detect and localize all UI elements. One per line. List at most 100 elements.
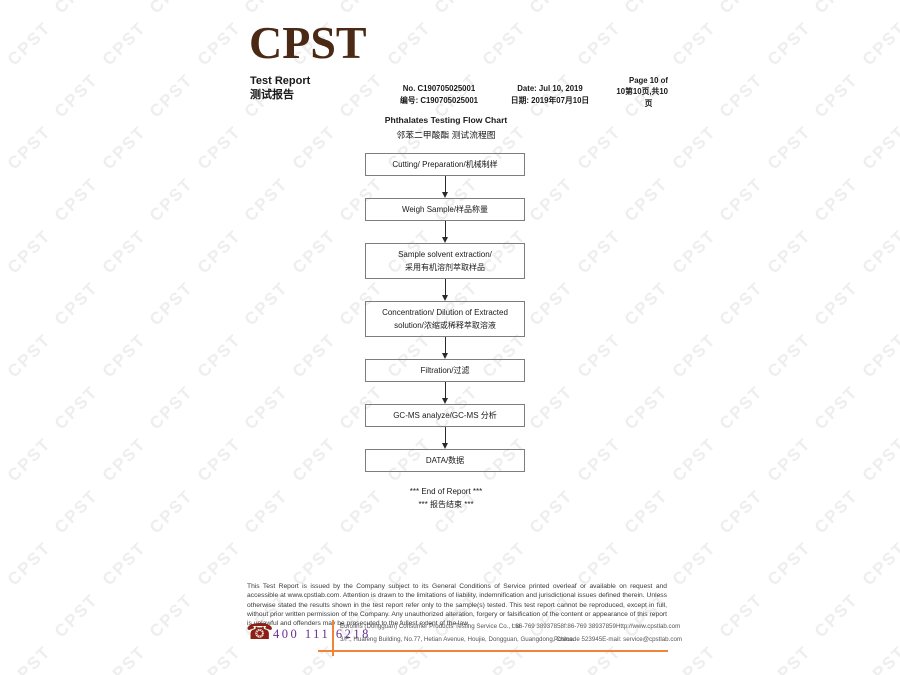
watermark-text: CPST <box>98 226 150 278</box>
watermark-text: CPST <box>573 18 625 70</box>
report-date: Date: Jul 10, 2019 日期: 2019年07月10日 <box>495 83 605 106</box>
footer-row-1: Eurofins (Dongguan) Consumer Products Te… <box>340 623 680 630</box>
watermark-text: CPST <box>573 330 625 382</box>
watermark-text: CPST <box>763 122 815 174</box>
watermark-text: CPST <box>145 70 197 122</box>
watermark-text: CPST <box>240 486 292 538</box>
report-title: Test Report 测试报告 <box>250 75 310 103</box>
watermark-text: CPST <box>810 174 862 226</box>
watermark-text: CPST <box>3 122 55 174</box>
footer-row-2: 3/F., Huafeng Building, No.77, Hetian Av… <box>340 636 682 643</box>
watermark-text: CPST <box>193 226 245 278</box>
watermark-text: CPST <box>668 330 720 382</box>
company-website: Http://www.cpstlab.com <box>615 623 681 630</box>
watermark-text: CPST <box>810 486 862 538</box>
phone-icon: ☎ <box>246 619 274 644</box>
watermark-text: CPST <box>668 226 720 278</box>
watermark-text: CPST <box>478 18 530 70</box>
company-email: E-mail: service@cpstlab.com <box>602 636 683 643</box>
watermark-text: CPST <box>715 590 767 642</box>
watermark-text: CPST <box>763 330 815 382</box>
watermark-text: CPST <box>0 174 7 226</box>
flow-arrow-down <box>442 176 448 198</box>
report-title-en: Test Report <box>250 75 311 87</box>
watermark-text: CPST <box>715 486 767 538</box>
step-label: Sample solvent extraction/ <box>398 250 492 259</box>
watermark-text: CPST <box>668 18 720 70</box>
watermark-text: CPST <box>288 330 340 382</box>
watermark-text: CPST <box>145 174 197 226</box>
watermark-text: CPST <box>241 0 293 18</box>
watermark-text: CPST <box>763 642 815 675</box>
end-of-report-zh: *** 报告结束 *** <box>418 499 474 509</box>
watermark-text: CPST <box>193 330 245 382</box>
report-number-zh: 编号: C190705025001 <box>399 95 479 105</box>
flowchart-step-data: DATA/数据 <box>365 449 525 472</box>
step-label: Cutting/ Preparation/机械制样 <box>392 160 498 169</box>
watermark-text: CPST <box>620 486 672 538</box>
watermark-text: CPST <box>668 642 720 675</box>
report-number: No. C190705025001 编号: C190705025001 <box>383 83 495 106</box>
watermark-text: CPST <box>810 70 862 122</box>
watermark-text: CPST <box>98 330 150 382</box>
flowchart-title-en: Phthalates Testing Flow Chart <box>384 115 508 125</box>
footer-vertical-divider <box>332 620 334 656</box>
watermark-text: CPST <box>51 0 103 18</box>
watermark-text: CPST <box>50 70 102 122</box>
watermark-text: CPST <box>668 122 720 174</box>
watermark-text: CPST <box>858 434 900 486</box>
flowchart-step-weigh-sample: Weigh Sample/样品称量 <box>365 198 525 221</box>
watermark-text: CPST <box>98 434 150 486</box>
flow-arrow-down <box>442 221 448 243</box>
flowchart-step-concentration-dilution: Concentration/ Dilution of Extracted sol… <box>365 301 525 337</box>
watermark-text: CPST <box>0 382 7 434</box>
company-address: 3/F., Huafeng Building, No.77, Hetian Av… <box>340 636 575 643</box>
watermark-text: CPST <box>715 278 767 330</box>
watermark-text: CPST <box>240 174 292 226</box>
watermark-text: CPST <box>193 434 245 486</box>
watermark-text: CPST <box>715 382 767 434</box>
watermark-text: CPST <box>573 434 625 486</box>
step-label: 采用有机溶剂萃取样品 <box>405 263 485 272</box>
watermark-text: CPST <box>3 538 55 590</box>
watermark-text: CPST <box>810 382 862 434</box>
watermark-text: CPST <box>145 278 197 330</box>
page-indicator-line3: 页 <box>644 98 653 108</box>
watermark-text: CPST <box>763 538 815 590</box>
step-label: solution/浓缩或稀释萃取溶液 <box>394 321 496 330</box>
report-date-zh: 日期: 2019年07月10日 <box>510 95 590 105</box>
watermark-text: CPST <box>858 330 900 382</box>
watermark-text: CPST <box>858 18 900 70</box>
flow-arrow-down <box>442 427 448 449</box>
watermark-text: CPST <box>193 18 245 70</box>
flow-arrow-down <box>442 337 448 359</box>
watermark-text: CPST <box>763 226 815 278</box>
end-of-report-en: *** End of Report *** <box>409 487 483 496</box>
watermark-text: CPST <box>240 382 292 434</box>
watermark-text: CPST <box>98 122 150 174</box>
watermark-text: CPST <box>668 538 720 590</box>
watermark-text: CPST <box>858 538 900 590</box>
watermark-text: CPST <box>715 174 767 226</box>
watermark-text: CPST <box>193 538 245 590</box>
watermark-text: CPST <box>858 226 900 278</box>
watermark-text: CPST <box>621 0 673 18</box>
watermark-text: CPST <box>3 18 55 70</box>
watermark-text: CPST <box>3 434 55 486</box>
watermark-text: CPST <box>50 174 102 226</box>
end-of-report: *** End of Report *** *** 报告结束 *** <box>330 486 562 512</box>
watermark-text: CPST <box>3 330 55 382</box>
disclaimer-text: This Test Report is issued by the Compan… <box>247 583 667 627</box>
watermark-text: CPST <box>810 278 862 330</box>
watermark-text: CPST <box>0 486 7 538</box>
watermark-text: CPST <box>98 642 150 675</box>
watermark-text: CPST <box>240 278 292 330</box>
watermark-text: CPST <box>146 0 198 18</box>
flow-arrow-down <box>442 382 448 404</box>
watermark-text: CPST <box>573 122 625 174</box>
step-label: GC-MS analyze/GC-MS 分析 <box>393 411 497 420</box>
watermark-text: CPST <box>858 642 900 675</box>
watermark-text: CPST <box>0 590 7 642</box>
watermark-text: CPST <box>573 226 625 278</box>
